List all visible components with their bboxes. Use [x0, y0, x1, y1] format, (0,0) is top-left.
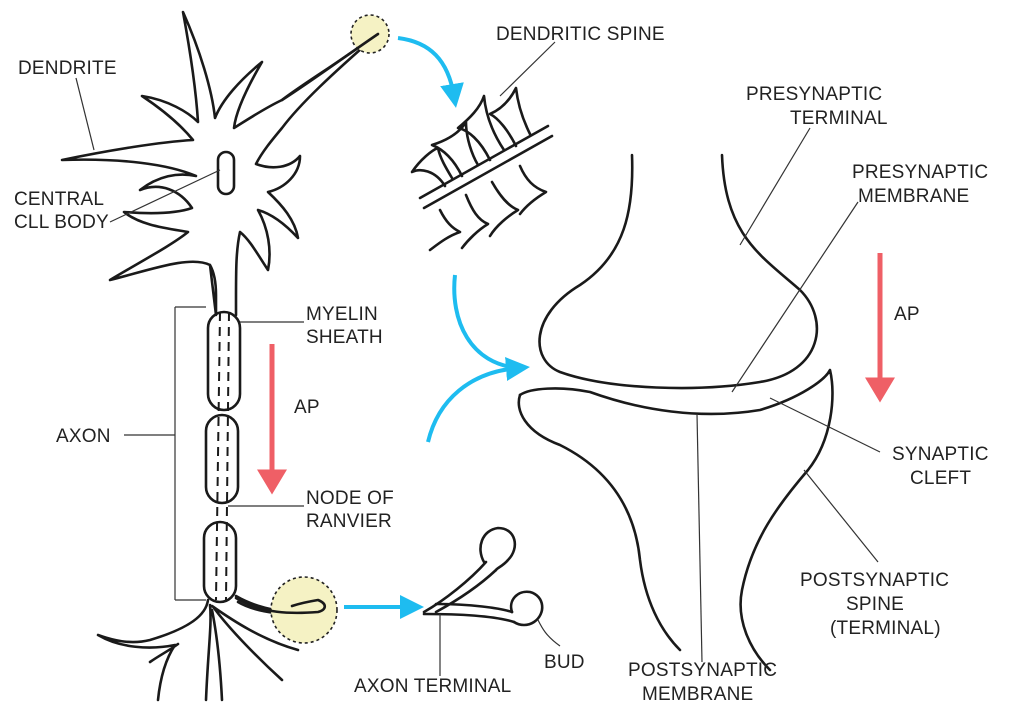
label-presynaptic-membrane-line2: MEMBRANE — [858, 186, 969, 207]
label-axon: AXON — [56, 426, 111, 447]
label-synaptic-cleft-line2: CLEFT — [910, 468, 971, 489]
label-presynaptic-terminal-line2: TERMINAL — [790, 108, 888, 129]
leader-lines — [76, 42, 880, 676]
nucleus — [218, 152, 234, 194]
myelin-segment-1 — [208, 312, 240, 410]
label-axon-terminal: AXON TERMINAL — [354, 676, 511, 697]
label-ap-axon: AP — [294, 397, 320, 418]
label-presynaptic-terminal-line1: PRESYNAPTIC — [746, 84, 882, 105]
label-dendrite: DENDRITE — [18, 58, 117, 79]
label-dendritic-spine: DENDRITIC SPINE — [496, 24, 665, 45]
label-postsynaptic-spine-line3: (TERMINAL) — [830, 618, 941, 639]
arrow-to-synapse-upper — [454, 275, 520, 368]
axon-terminal-highlight — [271, 577, 337, 643]
presynaptic-terminal-drawing — [540, 155, 817, 388]
label-node-of-ranvier-line1: NODE OF — [306, 488, 394, 509]
postsynaptic-spine-drawing — [519, 370, 833, 670]
label-node-of-ranvier-line2: RANVIER — [306, 511, 392, 532]
myelin-segment-3 — [204, 522, 236, 602]
label-ap-synapse: AP — [894, 304, 920, 325]
label-myelin-sheath-line2: SHEATH — [306, 327, 383, 348]
dendritic-spine-drawing — [412, 88, 552, 250]
label-postsynaptic-spine-line1: POSTSYNAPTIC — [800, 570, 949, 591]
arrow-to-synapse-lower — [428, 368, 518, 442]
axon-terminal-drawing — [424, 528, 542, 625]
label-postsynaptic-membrane-line2: MEMBRANE — [642, 684, 753, 705]
label-postsynaptic-spine-line2: SPINE — [846, 594, 904, 615]
arrow-to-dendritic-spine — [398, 38, 454, 96]
myelin-sheath-segments — [204, 312, 240, 602]
label-postsynaptic-membrane-line1: POSTSYNAPTIC — [628, 660, 777, 681]
label-presynaptic-membrane-line1: PRESYNAPTIC — [852, 162, 988, 183]
label-central-cell-body-line2: CLL BODY — [14, 212, 109, 233]
label-myelin-sheath-line1: MYELIN — [306, 304, 378, 325]
myelin-segment-2 — [206, 415, 238, 503]
label-central-cell-body-line1: CENTRAL — [14, 189, 104, 210]
label-bud: BUD — [544, 652, 585, 673]
label-synaptic-cleft-line1: SYNAPTIC — [892, 444, 989, 465]
